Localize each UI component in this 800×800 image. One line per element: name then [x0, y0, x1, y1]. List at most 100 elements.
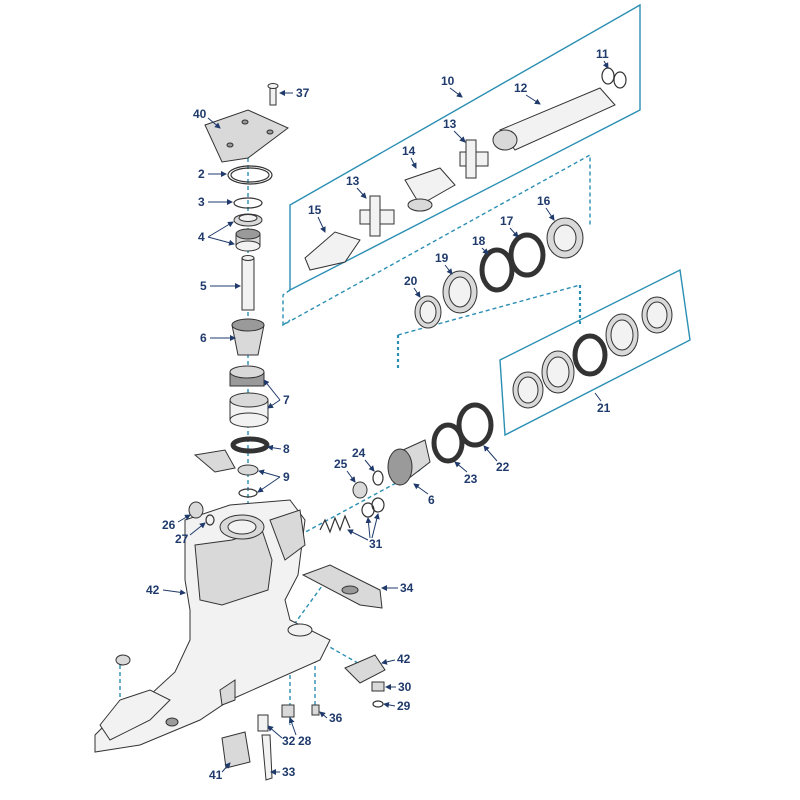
svg-text:17: 17	[500, 214, 514, 228]
tube-32	[257, 714, 269, 732]
yoke-15	[304, 231, 361, 271]
ring-gear-16	[546, 217, 584, 259]
svg-text:21: 21	[597, 401, 611, 415]
screw-37	[267, 83, 279, 106]
label-6-right: 6	[413, 483, 435, 507]
svg-text:14: 14	[402, 144, 416, 158]
label-6-left: 6	[200, 331, 236, 345]
label-24: 24	[352, 446, 375, 472]
svg-text:7: 7	[283, 393, 290, 407]
svg-text:42: 42	[146, 583, 160, 597]
label-22: 22	[483, 445, 510, 474]
svg-text:32: 32	[282, 734, 296, 748]
label-2: 2	[198, 167, 227, 181]
svg-text:26: 26	[162, 518, 176, 532]
label-31: 31	[347, 513, 383, 551]
svg-text:30: 30	[398, 680, 412, 694]
label-40: 40	[193, 107, 221, 129]
label-11: 11	[596, 47, 609, 69]
svg-text:4: 4	[198, 230, 205, 244]
label-30: 30	[385, 680, 412, 694]
drive-shaft-12	[492, 87, 616, 151]
ring-20	[414, 295, 442, 329]
svg-text:13: 13	[346, 174, 360, 188]
label-19: 19	[435, 251, 453, 275]
nut-28	[281, 704, 295, 718]
svg-text:8: 8	[283, 442, 290, 456]
cover-plate	[204, 109, 289, 163]
label-8: 8	[267, 442, 290, 456]
svg-text:33: 33	[282, 765, 296, 779]
label-16: 16	[537, 194, 555, 221]
tube-33	[261, 734, 273, 781]
label-4: 4	[198, 221, 235, 246]
svg-text:25: 25	[334, 457, 348, 471]
label-12: 12	[514, 81, 541, 105]
svg-text:6: 6	[200, 331, 207, 345]
svg-text:16: 16	[537, 194, 551, 208]
plate-41	[221, 731, 251, 769]
label-32: 32	[267, 725, 296, 748]
nut-25	[352, 481, 368, 499]
svg-text:5: 5	[200, 279, 207, 293]
svg-text:10: 10	[441, 74, 455, 88]
svg-text:22: 22	[496, 460, 510, 474]
u-joint-13-upper	[459, 139, 489, 179]
o-ring-3	[233, 197, 263, 209]
label-10: 10	[441, 74, 463, 98]
washer-9	[237, 464, 259, 498]
callout-box-10	[282, 3, 641, 327]
pad-left	[193, 449, 236, 473]
ring-18	[479, 247, 515, 293]
svg-text:29: 29	[397, 699, 411, 713]
label-7: 7	[263, 379, 290, 409]
ring-23	[431, 422, 465, 464]
pinion-gear-6	[231, 318, 265, 356]
label-18: 18	[472, 234, 489, 255]
ring-19	[442, 270, 478, 314]
plug-26	[188, 501, 204, 519]
svg-text:41: 41	[209, 768, 223, 782]
callout-box-21	[499, 268, 691, 437]
label-42-anode: 42	[381, 652, 411, 666]
yoke-14	[404, 167, 456, 212]
screw-36	[311, 704, 320, 716]
label-21: 21	[594, 392, 611, 415]
u-joint-13-lower	[359, 195, 395, 237]
washer-29	[372, 700, 384, 708]
gear-housing	[94, 499, 331, 753]
svg-text:31: 31	[369, 537, 383, 551]
svg-text:37: 37	[296, 86, 310, 100]
label-13-lower: 13	[346, 174, 367, 199]
label-5: 5	[200, 279, 241, 293]
anode-42	[344, 654, 386, 684]
svg-text:15: 15	[308, 203, 322, 217]
seal-ring-2	[227, 165, 273, 185]
label-29: 29	[383, 699, 411, 713]
svg-text:11: 11	[596, 47, 609, 61]
plug-30	[371, 681, 385, 692]
label-14: 14	[402, 144, 417, 169]
gear-6-forward	[387, 439, 431, 486]
ring-17	[508, 232, 546, 278]
cap-left	[115, 654, 131, 666]
svg-text:2: 2	[198, 167, 205, 181]
bearing-7	[229, 365, 269, 428]
svg-text:6: 6	[428, 493, 435, 507]
svg-text:20: 20	[404, 274, 418, 288]
svg-text:27: 27	[175, 532, 189, 546]
shaft-5	[241, 255, 255, 311]
svg-text:36: 36	[329, 711, 343, 725]
skeg-plate-34	[301, 564, 383, 609]
svg-text:28: 28	[298, 734, 312, 748]
label-34: 34	[381, 581, 414, 595]
label-23: 23	[454, 461, 478, 486]
label-13-upper: 13	[443, 117, 466, 143]
label-42-housing: 42	[146, 583, 186, 597]
bearing-4	[233, 213, 263, 252]
shim-8	[230, 436, 270, 454]
label-3: 3	[198, 195, 233, 209]
svg-text:13: 13	[443, 117, 457, 131]
washer-24	[372, 470, 384, 486]
